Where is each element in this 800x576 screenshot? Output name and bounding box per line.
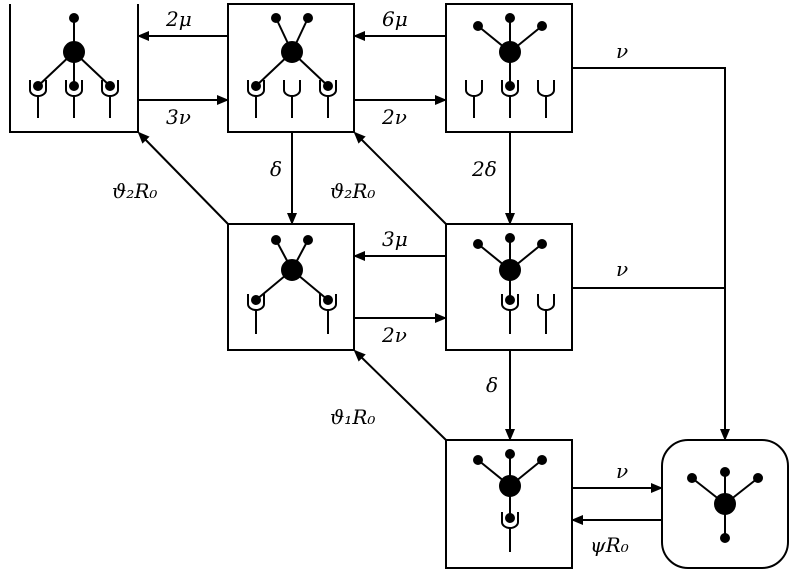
glyph-mid-left — [247, 235, 337, 334]
arrow-theta2-mid — [353, 131, 447, 225]
label-delta-1: δ — [270, 157, 282, 181]
label-theta2-left: ϑ₂R₀ — [112, 179, 157, 203]
label-nu-mid: ν — [616, 257, 628, 281]
state-box-mid-left — [227, 223, 355, 351]
label-2nu-mid: 2ν — [381, 323, 407, 347]
label-nu-bottom: ν — [616, 459, 628, 483]
label-delta-2: δ — [486, 373, 498, 397]
arrow-nu-top-path — [572, 67, 730, 441]
glyph-mid-right — [473, 233, 555, 334]
glyph-top-right — [465, 13, 555, 118]
arrow-theta2-left — [137, 131, 229, 225]
label-nu-top: ν — [616, 39, 628, 63]
state-box-top-left — [9, 4, 139, 133]
label-3nu: 3ν — [166, 105, 191, 129]
label-2delta: 2δ — [471, 157, 497, 181]
label-psiR0: ψR₀ — [590, 533, 629, 557]
glyph-bottom — [473, 449, 547, 552]
label-2mu: 2μ — [165, 7, 192, 31]
label-6mu: 6μ — [382, 7, 408, 31]
label-2nu-top: 2ν — [381, 105, 407, 129]
label-theta2-mid: ϑ₂R₀ — [330, 179, 375, 203]
label-3mu: 3μ — [382, 227, 408, 251]
glyph-top-mid — [247, 13, 337, 118]
glyph-top-left — [29, 13, 119, 118]
label-theta1: ϑ₁R₀ — [330, 405, 375, 429]
glyph-absorbing — [687, 467, 763, 543]
arrow-theta1 — [353, 349, 447, 441]
